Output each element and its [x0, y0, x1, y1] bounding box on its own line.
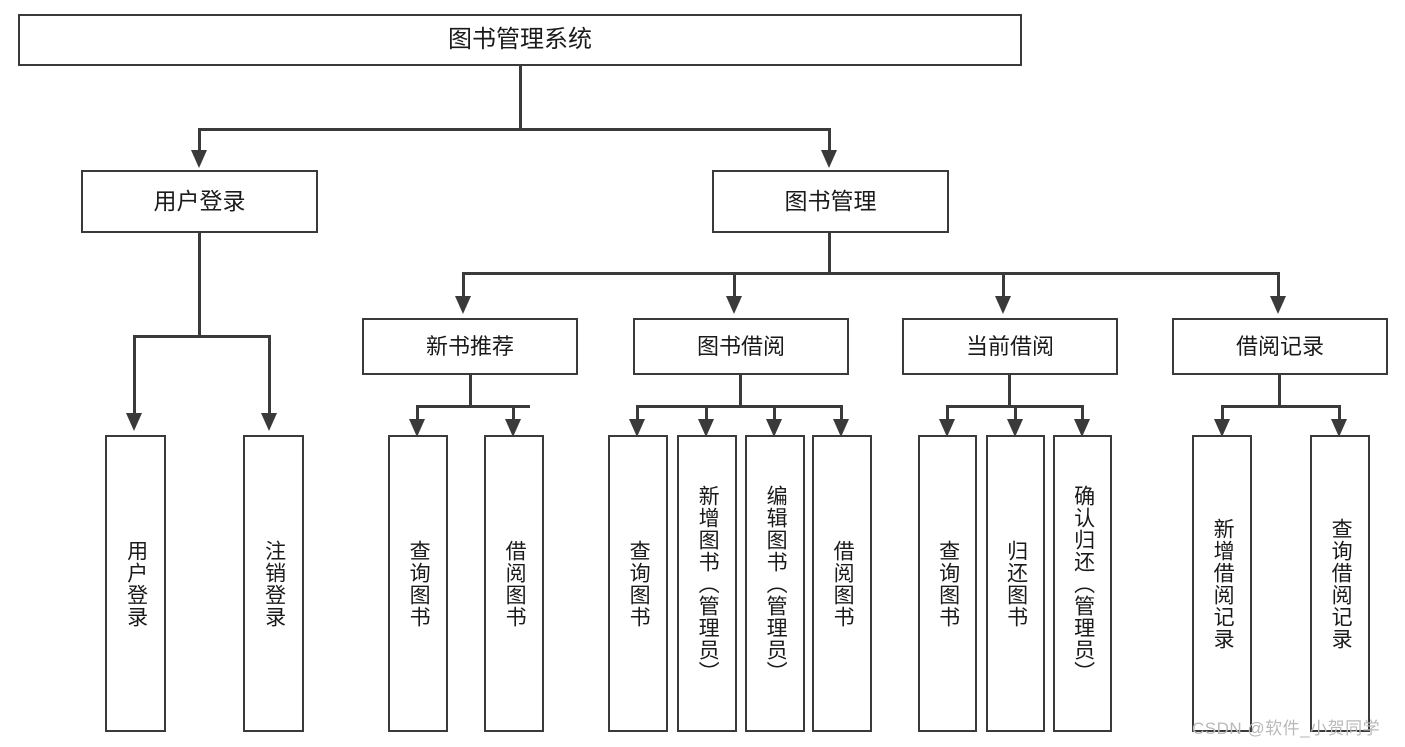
node-label: 查询图书: [936, 539, 960, 628]
node-label: 注销登录: [262, 539, 286, 628]
leaf-add-borrow-record[interactable]: 新增借阅记录: [1192, 435, 1252, 732]
edge-root-stem: [519, 66, 522, 128]
edge-to-leaf-borrow-book: [840, 405, 843, 425]
node-label: 新书推荐: [425, 333, 514, 359]
edge-new-book-recommend-stem: [469, 375, 472, 407]
node-borrow-record[interactable]: 借阅记录: [1172, 318, 1388, 375]
edge-user-login-bus: [133, 335, 271, 338]
edge-to-leaf-return-book: [1014, 405, 1017, 425]
edge-to-leaf-add-book: [705, 405, 708, 425]
node-label: 借阅图书: [831, 539, 855, 628]
node-label: 借阅图书: [503, 539, 527, 628]
leaf-borrow-book-recommend[interactable]: 借阅图书: [484, 435, 544, 732]
edge-to-leaf-query-borrow-record: [1338, 405, 1341, 425]
edge-borrow-record-stem: [1278, 375, 1281, 407]
arrow-down-icon: [126, 413, 142, 431]
arrow-down-icon: [1007, 419, 1023, 437]
node-label: 图书管理系统: [448, 26, 592, 54]
node-label: 图书借阅: [696, 333, 785, 359]
leaf-edit-book-admin[interactable]: 编辑图书（管理员）: [745, 435, 805, 732]
node-label: 查询借阅记录: [1329, 517, 1353, 650]
arrow-down-icon: [766, 419, 782, 437]
edge-to-leaf-confirm-return: [1081, 405, 1084, 425]
node-book-borrow[interactable]: 图书借阅: [633, 318, 849, 375]
arrow-down-icon: [1074, 419, 1090, 437]
edge-to-leaf-edit-book: [773, 405, 776, 425]
csdn-watermark: CSDN @软件_小贺同学: [1192, 719, 1381, 738]
edge-current-borrow-stem: [1008, 375, 1011, 407]
leaf-query-book-recommend[interactable]: 查询图书: [388, 435, 448, 732]
node-label: 用户登录: [153, 188, 246, 215]
edge-book-management-bus: [462, 272, 1280, 275]
node-label: 新增图书（管理员）: [696, 484, 720, 683]
leaf-return-book[interactable]: 归还图书: [986, 435, 1045, 732]
edge-to-leaf-query-book: [416, 405, 419, 425]
leaf-query-book-current[interactable]: 查询图书: [918, 435, 977, 732]
arrow-down-icon: [698, 419, 714, 437]
leaf-confirm-return-admin[interactable]: 确认归还（管理员）: [1053, 435, 1112, 732]
leaf-query-borrow-record[interactable]: 查询借阅记录: [1310, 435, 1370, 732]
edge-to-borrow-record: [1277, 272, 1280, 298]
edge-to-leaf-query-book: [636, 405, 639, 425]
edge-borrow-record-bus: [1221, 405, 1339, 408]
edge-root-to-user-login: [198, 128, 201, 154]
node-label: 查询图书: [627, 539, 651, 628]
edge-new-book-recommend-bus: [416, 405, 530, 408]
node-label: 当前借阅: [965, 333, 1054, 359]
leaf-borrow-book[interactable]: 借阅图书: [812, 435, 872, 732]
arrow-down-icon: [1214, 419, 1230, 437]
node-label: 归还图书: [1004, 539, 1028, 628]
edge-book-borrow-bus: [636, 405, 843, 408]
node-label: 新增借阅记录: [1211, 517, 1235, 650]
edge-root-bus: [198, 128, 831, 131]
node-label: 查询图书: [407, 539, 431, 628]
edge-to-leaf-logout: [268, 335, 271, 417]
edge-book-management-stem: [828, 233, 831, 272]
arrow-down-icon: [995, 296, 1011, 314]
node-label: 用户登录: [124, 539, 148, 628]
edge-book-borrow-stem: [739, 375, 742, 407]
arrow-down-icon: [409, 419, 425, 437]
edge-to-leaf-query-book: [946, 405, 949, 425]
arrow-down-icon: [1270, 296, 1286, 314]
arrow-down-icon: [939, 419, 955, 437]
node-label: 编辑图书（管理员）: [764, 484, 788, 683]
arrow-down-icon: [629, 419, 645, 437]
arrow-down-icon: [833, 419, 849, 437]
arrow-down-icon: [505, 419, 521, 437]
edge-to-leaf-user-login: [133, 335, 136, 417]
arrow-down-icon: [821, 150, 837, 168]
edge-to-leaf-borrow-book: [512, 405, 515, 425]
node-label: 图书管理: [784, 188, 877, 215]
node-user-login[interactable]: 用户登录: [81, 170, 318, 233]
node-label: 确认归还（管理员）: [1071, 484, 1095, 683]
node-new-book-recommend[interactable]: 新书推荐: [362, 318, 578, 375]
arrow-down-icon: [1331, 419, 1347, 437]
edge-to-new-book-recommend: [462, 272, 465, 298]
arrow-down-icon: [726, 296, 742, 314]
node-root-book-management-system[interactable]: 图书管理系统: [18, 14, 1022, 66]
node-book-management[interactable]: 图书管理: [712, 170, 949, 233]
leaf-user-login[interactable]: 用户登录: [105, 435, 166, 732]
edge-user-login-stem: [198, 233, 201, 337]
leaf-add-book-admin[interactable]: 新增图书（管理员）: [677, 435, 737, 732]
arrow-down-icon: [191, 150, 207, 168]
leaf-query-book-borrow[interactable]: 查询图书: [608, 435, 668, 732]
edge-to-book-borrow: [733, 272, 736, 298]
node-current-borrow[interactable]: 当前借阅: [902, 318, 1118, 375]
arrow-down-icon: [455, 296, 471, 314]
edge-root-to-book-management: [828, 128, 831, 154]
arrow-down-icon: [261, 413, 277, 431]
edge-to-current-borrow: [1002, 272, 1005, 298]
leaf-logout[interactable]: 注销登录: [243, 435, 304, 732]
edge-to-leaf-add-borrow-record: [1221, 405, 1224, 425]
node-label: 借阅记录: [1235, 333, 1324, 359]
